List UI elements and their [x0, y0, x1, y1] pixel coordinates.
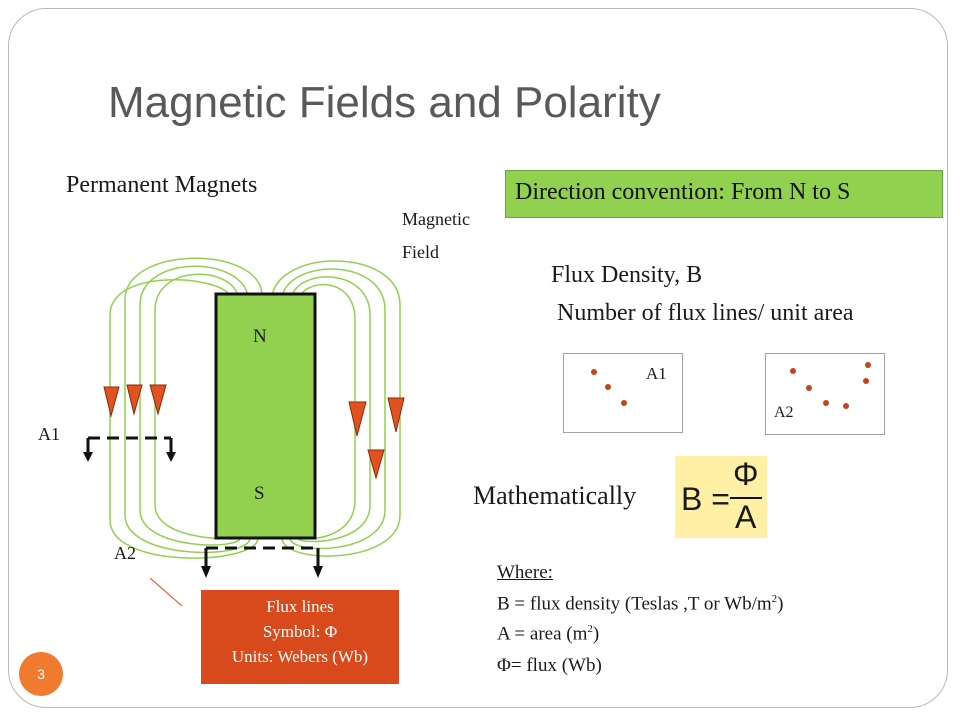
a1-box-label: A1	[646, 364, 667, 383]
area-a2-box: A2	[765, 353, 885, 435]
arrow-icon	[126, 384, 143, 416]
flux-lines-title: Flux lines	[266, 597, 334, 616]
field-label: Field	[402, 242, 440, 262]
bar-magnet	[214, 292, 317, 540]
formula-denominator: A	[735, 499, 757, 535]
arrow-icon	[103, 386, 120, 418]
a2-label: A2	[114, 543, 136, 563]
callout-line	[149, 577, 183, 607]
flux-dot	[843, 403, 849, 409]
flux-symbol-text: Symbol: Φ	[262, 622, 338, 641]
area-a1-marker	[86, 436, 173, 454]
where-heading: Where:	[497, 562, 553, 583]
flux-density-heading: Flux Density, B	[551, 262, 703, 288]
arrow-icon	[367, 449, 385, 480]
flux-dot	[823, 400, 829, 406]
where-phi-definition: Φ= flux (Wb)	[497, 655, 602, 676]
south-pole-label: S	[254, 483, 265, 504]
flux-dot	[605, 384, 611, 390]
magnetic-label: Magnetic	[402, 209, 470, 229]
flux-dot	[865, 362, 871, 368]
flux-units-text: Units: Webers (Wb)	[231, 647, 369, 666]
where-b-definition: B = flux density (Teslas ,T or Wb/m2)	[497, 593, 784, 615]
field-lines	[109, 257, 401, 559]
flux-dot	[863, 378, 869, 384]
permanent-magnets-label: Permanent Magnets	[66, 172, 258, 198]
slide-title: Magnetic Fields and Polarity	[108, 78, 661, 127]
where-a-definition: A = area (m2)	[497, 623, 600, 645]
field-arrows	[103, 384, 405, 480]
page-number-badge: 3	[19, 652, 63, 696]
mathematically-label: Mathematically	[473, 481, 637, 510]
north-pole-label: N	[253, 326, 267, 347]
flux-dot	[790, 368, 796, 374]
arrow-icon	[387, 397, 405, 433]
flux-lines-box: Flux lines Symbol: Φ Units: Webers (Wb)	[201, 590, 399, 684]
slide-frame	[8, 8, 948, 708]
fraction-bar	[730, 497, 762, 499]
arrow-icon	[149, 384, 167, 416]
flux-density-definition: Number of flux lines/ unit area	[557, 300, 854, 326]
flux-dot	[806, 385, 812, 391]
formula-box: B = Φ A	[675, 456, 767, 538]
direction-convention-box: Direction convention: From N to S	[505, 170, 943, 218]
formula-numerator: Φ	[733, 456, 759, 492]
direction-convention-text: Direction convention: From N to S	[515, 179, 851, 205]
arrow-icon	[348, 401, 367, 437]
flux-dot	[621, 400, 627, 406]
formula-lhs: B =	[681, 481, 730, 517]
a2-box-label: A2	[774, 404, 794, 421]
area-a1-box: A1	[563, 353, 683, 433]
flux-dot	[591, 369, 597, 375]
area-a2-marker	[204, 546, 320, 568]
a1-label: A1	[38, 424, 60, 444]
